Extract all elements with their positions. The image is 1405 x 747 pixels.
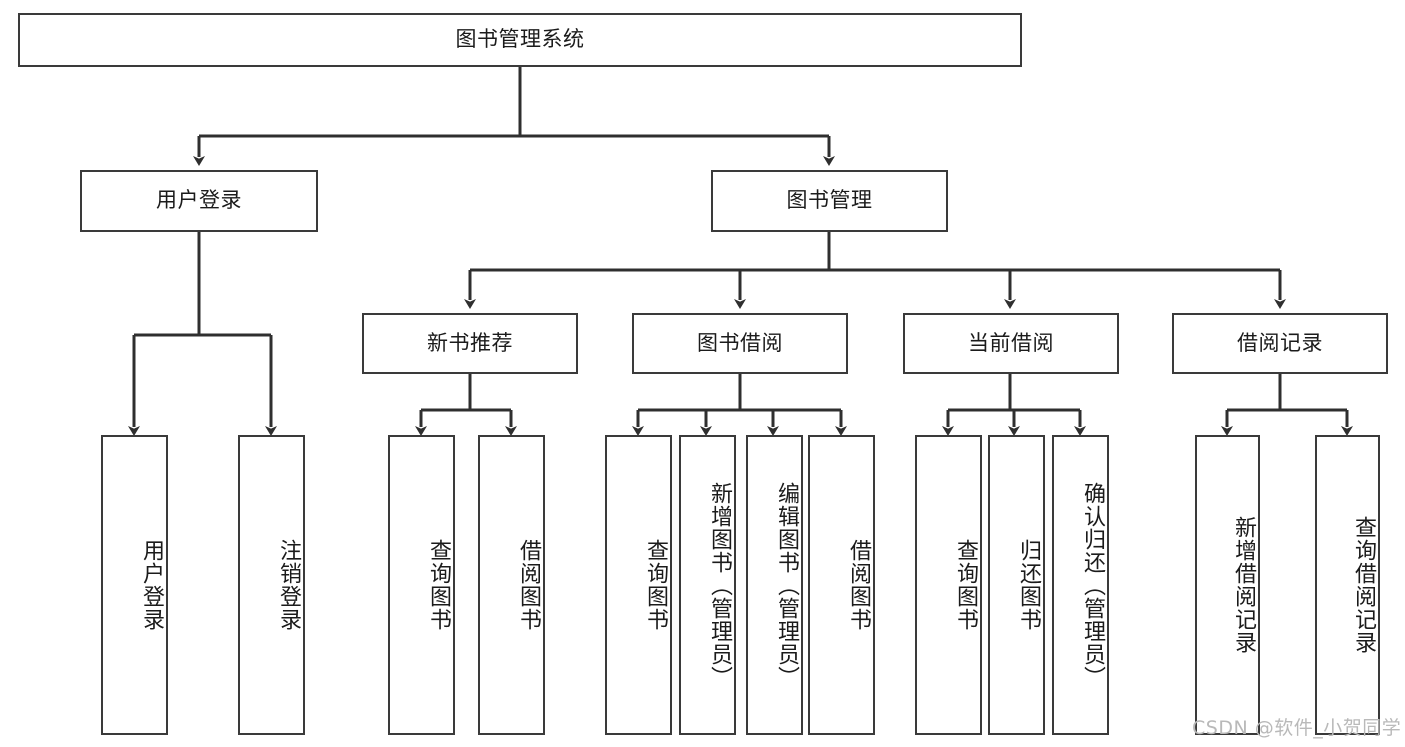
leaf-label: 查询图书 (426, 539, 451, 631)
leaf-label: 归还图书 (1016, 539, 1041, 631)
leaf-label: 确认归还（管理员） (1080, 481, 1105, 689)
node-book-manage[interactable]: 图书管理 (711, 170, 948, 232)
leaf-user-login[interactable]: 用户登录 (101, 435, 168, 735)
leaf-query-borrow-record[interactable]: 查询借阅记录 (1315, 435, 1380, 735)
leaf-add-borrow-record[interactable]: 新增借阅记录 (1195, 435, 1260, 735)
node-current-borrow[interactable]: 当前借阅 (903, 313, 1119, 374)
node-user-login[interactable]: 用户登录 (80, 170, 318, 232)
node-new-book-recommend[interactable]: 新书推荐 (362, 313, 578, 374)
leaf-label: 用户登录 (139, 539, 164, 631)
leaf-query-book-current[interactable]: 查询图书 (915, 435, 982, 735)
leaf-label: 借阅图书 (846, 539, 871, 631)
leaf-label: 查询图书 (643, 539, 668, 631)
leaf-add-book-admin[interactable]: 新增图书（管理员） (679, 435, 736, 735)
leaf-confirm-return-admin[interactable]: 确认归还（管理员） (1052, 435, 1109, 735)
node-root-system[interactable]: 图书管理系统 (18, 13, 1022, 67)
leaf-query-book-borrow[interactable]: 查询图书 (605, 435, 672, 735)
node-book-borrow[interactable]: 图书借阅 (632, 313, 848, 374)
leaf-return-book[interactable]: 归还图书 (988, 435, 1045, 735)
leaf-label: 编辑图书（管理员） (774, 481, 799, 689)
leaf-label: 借阅图书 (516, 539, 541, 631)
leaf-label: 新增借阅记录 (1231, 516, 1256, 654)
leaf-borrow-book-borrow[interactable]: 借阅图书 (808, 435, 875, 735)
leaf-edit-book-admin[interactable]: 编辑图书（管理员） (746, 435, 803, 735)
leaf-user-logout[interactable]: 注销登录 (238, 435, 305, 735)
node-borrow-record[interactable]: 借阅记录 (1172, 313, 1388, 374)
leaf-query-book-new[interactable]: 查询图书 (388, 435, 455, 735)
leaf-borrow-book-new[interactable]: 借阅图书 (478, 435, 545, 735)
leaf-label: 注销登录 (276, 539, 301, 631)
leaf-label: 查询借阅记录 (1351, 516, 1376, 654)
csdn-watermark: CSDN @软件_小贺同学 (1192, 717, 1402, 739)
leaf-label: 新增图书（管理员） (707, 481, 732, 689)
leaf-label: 查询图书 (953, 539, 978, 631)
